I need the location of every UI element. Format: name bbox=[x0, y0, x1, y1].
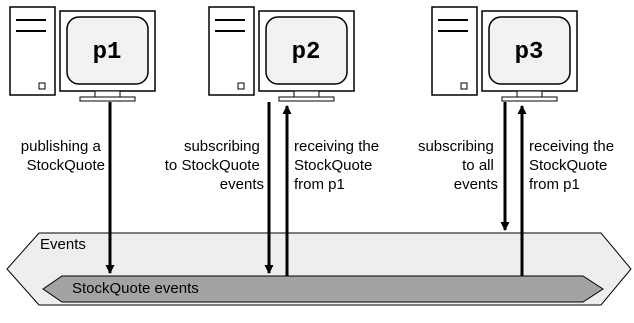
node-label-p1: p1 bbox=[93, 39, 122, 66]
annotation-p3-receive: receiving the StockQuote from p1 bbox=[529, 138, 618, 193]
annotation-line: subscribing bbox=[184, 138, 260, 155]
tower-p2 bbox=[208, 6, 255, 96]
annotation-line: receiving the bbox=[529, 138, 614, 155]
screen-p3 bbox=[488, 16, 571, 85]
monitor-base-p3 bbox=[501, 96, 558, 102]
annotation-line: publishing a bbox=[21, 138, 102, 155]
stockquote-channel-label: StockQuote events bbox=[72, 280, 199, 297]
screen-p1 bbox=[66, 16, 149, 85]
annotation-line: receiving the bbox=[294, 138, 379, 155]
annotation-p3-subscribe: subscribing to all events bbox=[418, 138, 498, 193]
annotation-line: to StockQuote bbox=[165, 157, 260, 174]
monitor-stand-p1 bbox=[94, 90, 121, 98]
annotation-p2-subscribe: subscribing to StockQuote events bbox=[165, 138, 264, 193]
monitor-stand-p3 bbox=[516, 90, 543, 98]
events-channel-label: Events bbox=[40, 236, 86, 253]
annotation-line: from p1 bbox=[294, 176, 345, 193]
annotation-line: events bbox=[220, 176, 264, 193]
node-label-p2: p2 bbox=[292, 39, 321, 66]
tower-p1 bbox=[9, 6, 56, 96]
computer-p1: p1 bbox=[9, 6, 156, 102]
annotation-line: StockQuote bbox=[27, 157, 105, 174]
annotation-line: from p1 bbox=[529, 176, 580, 193]
monitor-base-p1 bbox=[79, 96, 136, 102]
node-label-p3: p3 bbox=[515, 39, 544, 66]
computer-p2: p2 bbox=[208, 6, 355, 102]
monitor-stand-p2 bbox=[293, 90, 320, 98]
screen-p2 bbox=[265, 16, 348, 85]
annotation-p2-receive: receiving the StockQuote from p1 bbox=[294, 138, 383, 193]
computer-p3: p3 bbox=[431, 6, 578, 102]
annotation-line: StockQuote bbox=[294, 157, 372, 174]
annotation-line: subscribing bbox=[418, 138, 494, 155]
monitor-base-p2 bbox=[278, 96, 335, 102]
power-button-icon bbox=[38, 82, 46, 90]
annotation-line: StockQuote bbox=[529, 157, 607, 174]
stockquote-channel bbox=[42, 275, 604, 303]
power-button-icon bbox=[237, 82, 245, 90]
annotation-p1-publish: publishing a StockQuote bbox=[21, 138, 105, 174]
annotation-line: events bbox=[454, 176, 498, 193]
tower-p3 bbox=[431, 6, 478, 96]
power-button-icon bbox=[460, 82, 468, 90]
annotation-line: to all bbox=[462, 157, 494, 174]
